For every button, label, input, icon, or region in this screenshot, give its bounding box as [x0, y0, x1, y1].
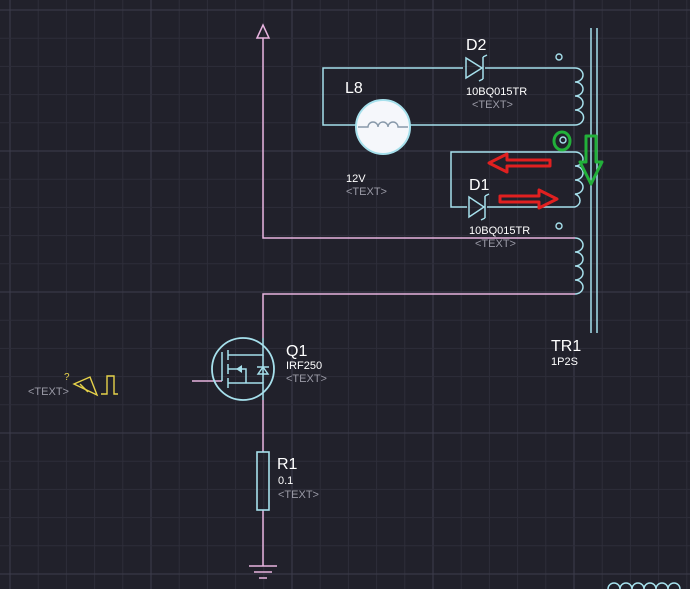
l8-ref: L8: [345, 80, 363, 97]
q1-ref: Q1: [286, 343, 307, 360]
source-text: <TEXT>: [28, 386, 69, 398]
tr1-ref: TR1: [551, 338, 581, 355]
l8-value: 12V: [346, 173, 366, 185]
lamp-l8[interactable]: [355, 99, 411, 155]
green-circle-marker: [552, 130, 572, 152]
q1-text: <TEXT>: [286, 373, 327, 385]
r1-value: 0.1: [278, 475, 293, 487]
diode-d2[interactable]: [465, 54, 488, 82]
d1-text: <TEXT>: [475, 238, 516, 250]
l8-loop-wire[interactable]: [322, 67, 463, 126]
pulse-source-icon[interactable]: [72, 375, 118, 397]
polarity-dot: [555, 53, 563, 61]
tr1-value: 1P2S: [551, 356, 578, 368]
polarity-dot: [559, 136, 567, 144]
partial-component-icon: [607, 582, 681, 589]
red-arrow-right-icon: [498, 188, 559, 210]
d1-loop-wire[interactable]: [450, 151, 575, 208]
vcc-symbol-icon[interactable]: [255, 23, 271, 39]
transformer-tr1[interactable]: [555, 28, 598, 333]
resistor-r1[interactable]: [256, 451, 270, 511]
q1-value: IRF250: [286, 360, 322, 372]
r1-ref: R1: [277, 456, 298, 473]
source-marker: ?: [64, 372, 70, 383]
mosfet-q1[interactable]: [211, 337, 275, 401]
polarity-dot: [555, 222, 563, 230]
d1-ref: D1: [469, 177, 490, 194]
d2-value: 10BQ015TR: [466, 86, 527, 98]
diode-d1[interactable]: [468, 193, 490, 221]
r1-text: <TEXT>: [278, 489, 319, 501]
vcc-wire[interactable]: [262, 38, 575, 239]
drain-wire[interactable]: [262, 293, 575, 338]
d1-value: 10BQ015TR: [469, 225, 530, 237]
d2-text: <TEXT>: [472, 99, 513, 111]
l8-text: <TEXT>: [346, 186, 387, 198]
red-arrow-left-icon: [487, 152, 552, 174]
wires: [192, 38, 575, 566]
d2-ref: D2: [466, 37, 487, 54]
green-arrow-down-icon: [578, 134, 604, 186]
ground-symbol-icon[interactable]: [249, 565, 277, 579]
